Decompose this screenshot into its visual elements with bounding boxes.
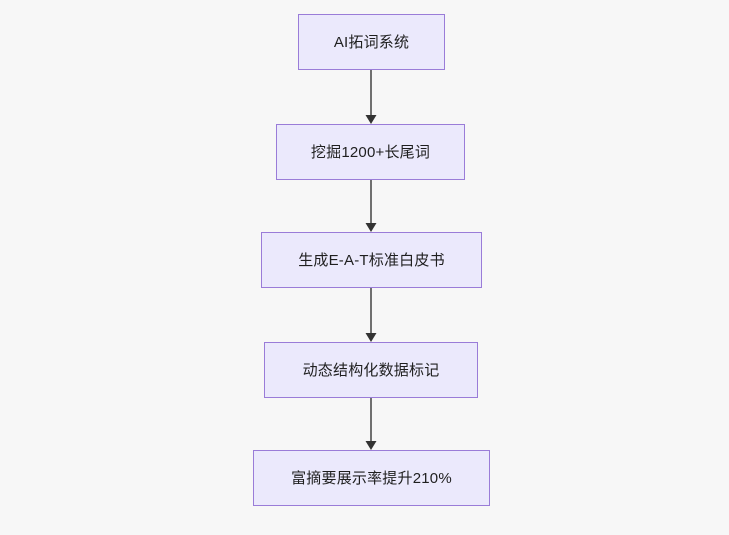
flow-edge-n3-to-n4 xyxy=(363,288,379,342)
flow-node-n1[interactable]: AI拓词系统 xyxy=(298,14,445,70)
flow-node-n5[interactable]: 富摘要展示率提升210% xyxy=(253,450,490,506)
arrow-down-icon xyxy=(365,398,377,450)
flow-node-label: 富摘要展示率提升210% xyxy=(291,469,452,487)
flow-node-label: AI拓词系统 xyxy=(333,33,410,51)
flow-node-label: 动态结构化数据标记 xyxy=(302,361,440,379)
flow-edge-n4-to-n5 xyxy=(363,398,379,450)
flow-edge-n2-to-n3 xyxy=(363,180,379,232)
flow-node-label: 生成E-A-T标准白皮书 xyxy=(298,251,445,269)
arrow-down-icon xyxy=(365,70,377,124)
flow-node-n4[interactable]: 动态结构化数据标记 xyxy=(264,342,478,398)
flow-node-label: 挖掘1200+长尾词 xyxy=(310,143,431,161)
arrow-down-icon xyxy=(365,288,377,342)
flow-edge-n1-to-n2 xyxy=(363,70,379,124)
arrow-down-icon xyxy=(365,180,377,232)
flow-node-n2[interactable]: 挖掘1200+长尾词 xyxy=(276,124,465,180)
flow-node-n3[interactable]: 生成E-A-T标准白皮书 xyxy=(261,232,482,288)
